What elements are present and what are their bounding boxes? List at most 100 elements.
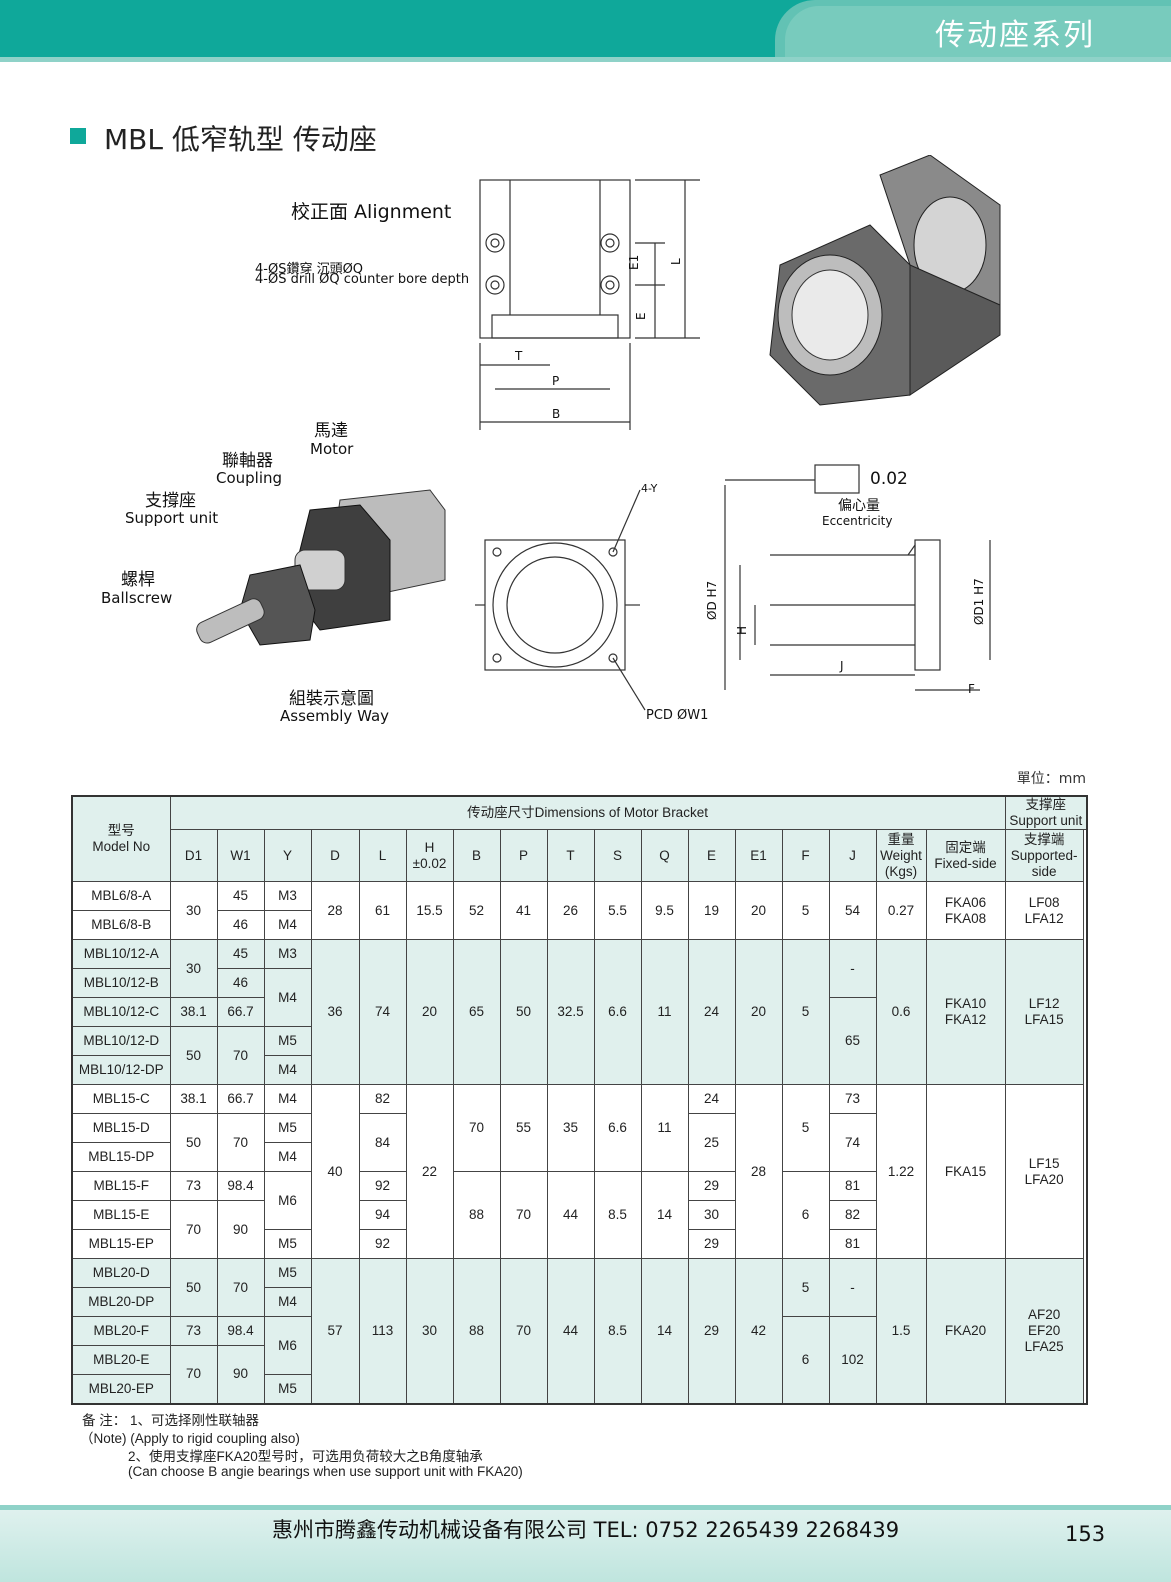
table-cell: 30	[405, 1258, 454, 1404]
table-cell: 38.1	[169, 1084, 218, 1114]
col-e1: E1	[734, 829, 783, 882]
col-h-label: H	[424, 839, 435, 855]
model-cell: MBL10/12-D	[71, 1026, 171, 1056]
table-cell: 52	[452, 881, 501, 940]
footer-line	[0, 1505, 1171, 1510]
dim-p-label: P	[552, 374, 559, 388]
table-cell: 0.6	[875, 939, 927, 1085]
table-cell-line: LFA20	[1024, 1171, 1064, 1187]
table-cell: M5	[263, 1026, 312, 1056]
table-cell: M3	[263, 881, 312, 911]
section-title: MBL 低窄轨型 传动座	[104, 123, 377, 156]
table-cell: 90	[216, 1200, 265, 1259]
table-cell: 65	[452, 939, 501, 1085]
table-cell: 88	[452, 1258, 501, 1404]
weight-cn: 重量	[887, 831, 915, 847]
table-cell: 20	[734, 939, 783, 1085]
table-cell: 5	[781, 1258, 830, 1317]
group-header: 传动座尺寸Dimensions of Motor Bracket	[169, 795, 1006, 830]
tolerance-value: 0.02	[870, 469, 908, 489]
table-row: MBL6/8-A 30 45 M3 28 61 15.5 52 41 26 5.…	[71, 881, 1087, 940]
table-cell: 84	[358, 1113, 407, 1172]
model-cell: MBL10/12-DP	[71, 1055, 171, 1085]
table-row: MBL20-D 50 70 M5 57 113 30 88 70 44 8.5 …	[71, 1258, 1087, 1404]
table-cell: 29	[687, 1171, 736, 1201]
model-cell: MBL15-D	[71, 1113, 171, 1143]
table-cell-line: FKA06	[944, 894, 987, 910]
table-cell: 65	[828, 997, 877, 1085]
table-cell: M5	[263, 1258, 312, 1288]
model-cell: MBL20-F	[71, 1316, 171, 1346]
table-cell: 44	[546, 1258, 595, 1404]
table-cell: -	[828, 1258, 877, 1317]
table-cell: 66.7	[216, 1084, 265, 1114]
table-cell-line: AF20	[1027, 1306, 1061, 1322]
col-s: S	[593, 829, 642, 882]
table-cell: 35	[546, 1084, 595, 1172]
table-cell: 81	[828, 1229, 877, 1259]
model-cell: MBL15-C	[71, 1084, 171, 1114]
dim-l-label: L	[669, 258, 683, 265]
table-cell: M4	[263, 1142, 312, 1172]
table-cell: 70	[169, 1200, 218, 1259]
table-cell-line: LFA15	[1024, 1012, 1064, 1027]
table-cell: 28	[310, 881, 360, 940]
coupling-en-label: Coupling	[216, 469, 283, 487]
model-cell: MBL6/8-A	[71, 881, 171, 911]
model-en: Model No	[92, 839, 151, 854]
col-b: B	[452, 829, 501, 882]
table-cell: 22	[405, 1084, 454, 1259]
motor-en-label: Motor	[310, 440, 354, 458]
table-cell: 46	[216, 968, 265, 998]
table-cell: 70	[452, 1084, 501, 1172]
note-line-3: 2、使用支撑座FKA20型号时，可选用负荷较大之B角度轴承	[128, 1449, 483, 1464]
dim-e-label: E	[634, 312, 648, 320]
dim-e1-label: E1	[627, 255, 641, 270]
table-cell: 14	[640, 1258, 689, 1404]
col-t: T	[546, 829, 595, 882]
table-cell: 28	[734, 1084, 783, 1259]
table-cell: 50	[499, 939, 548, 1085]
support-cn-label: 支撐座	[145, 491, 196, 511]
flange-view-drawing: 4-Y	[475, 482, 658, 711]
table-cell: 92	[358, 1229, 407, 1259]
table-cell-line: LF12	[1028, 996, 1060, 1011]
table-cell: M4	[263, 968, 312, 1027]
alignment-label: 校正面 Alignment	[291, 201, 452, 223]
footer-bar	[0, 1510, 1171, 1582]
table-cell: 41	[499, 881, 548, 940]
table-cell: 70	[216, 1026, 265, 1085]
table-cell: 5	[781, 1084, 830, 1172]
col-q: Q	[640, 829, 689, 882]
side-section-drawing: 0.02 ØD H7 H J F ØD1 H7	[705, 464, 991, 696]
weight-en: Weight	[880, 847, 922, 863]
table-cell: M4	[263, 910, 312, 940]
table-cell: 19	[687, 881, 736, 940]
table-cell: FKA20	[925, 1258, 1006, 1404]
table-cell: 82	[358, 1084, 407, 1114]
dim-t-label: T	[514, 349, 523, 363]
hole-cn-label: 4-ØS鑽穿 沉頭ØQ	[255, 262, 364, 277]
table-cell: 9.5	[640, 881, 689, 940]
table-cell: 8.5	[593, 1171, 642, 1259]
bracket-iso-image	[769, 155, 1001, 406]
ballscrew-cn-label: 螺桿	[121, 570, 155, 590]
assembly-en-label: Assembly Way	[280, 707, 390, 725]
table-cell: 30	[687, 1200, 736, 1230]
table-cell: 20	[734, 881, 783, 940]
table-cell: 50	[169, 1113, 218, 1172]
section-bullet-icon	[70, 128, 86, 144]
table-cell: 1.5	[875, 1258, 927, 1404]
table-cell: 70	[499, 1258, 548, 1404]
table-cell: 15.5	[405, 881, 454, 940]
support-header: 支撑座 Support unit	[1004, 795, 1088, 830]
table-cell-line: FKA10	[944, 996, 987, 1011]
table-cell: 98.4	[216, 1316, 265, 1346]
col-d1: D1	[169, 829, 218, 882]
table-cell: 30	[169, 939, 218, 998]
